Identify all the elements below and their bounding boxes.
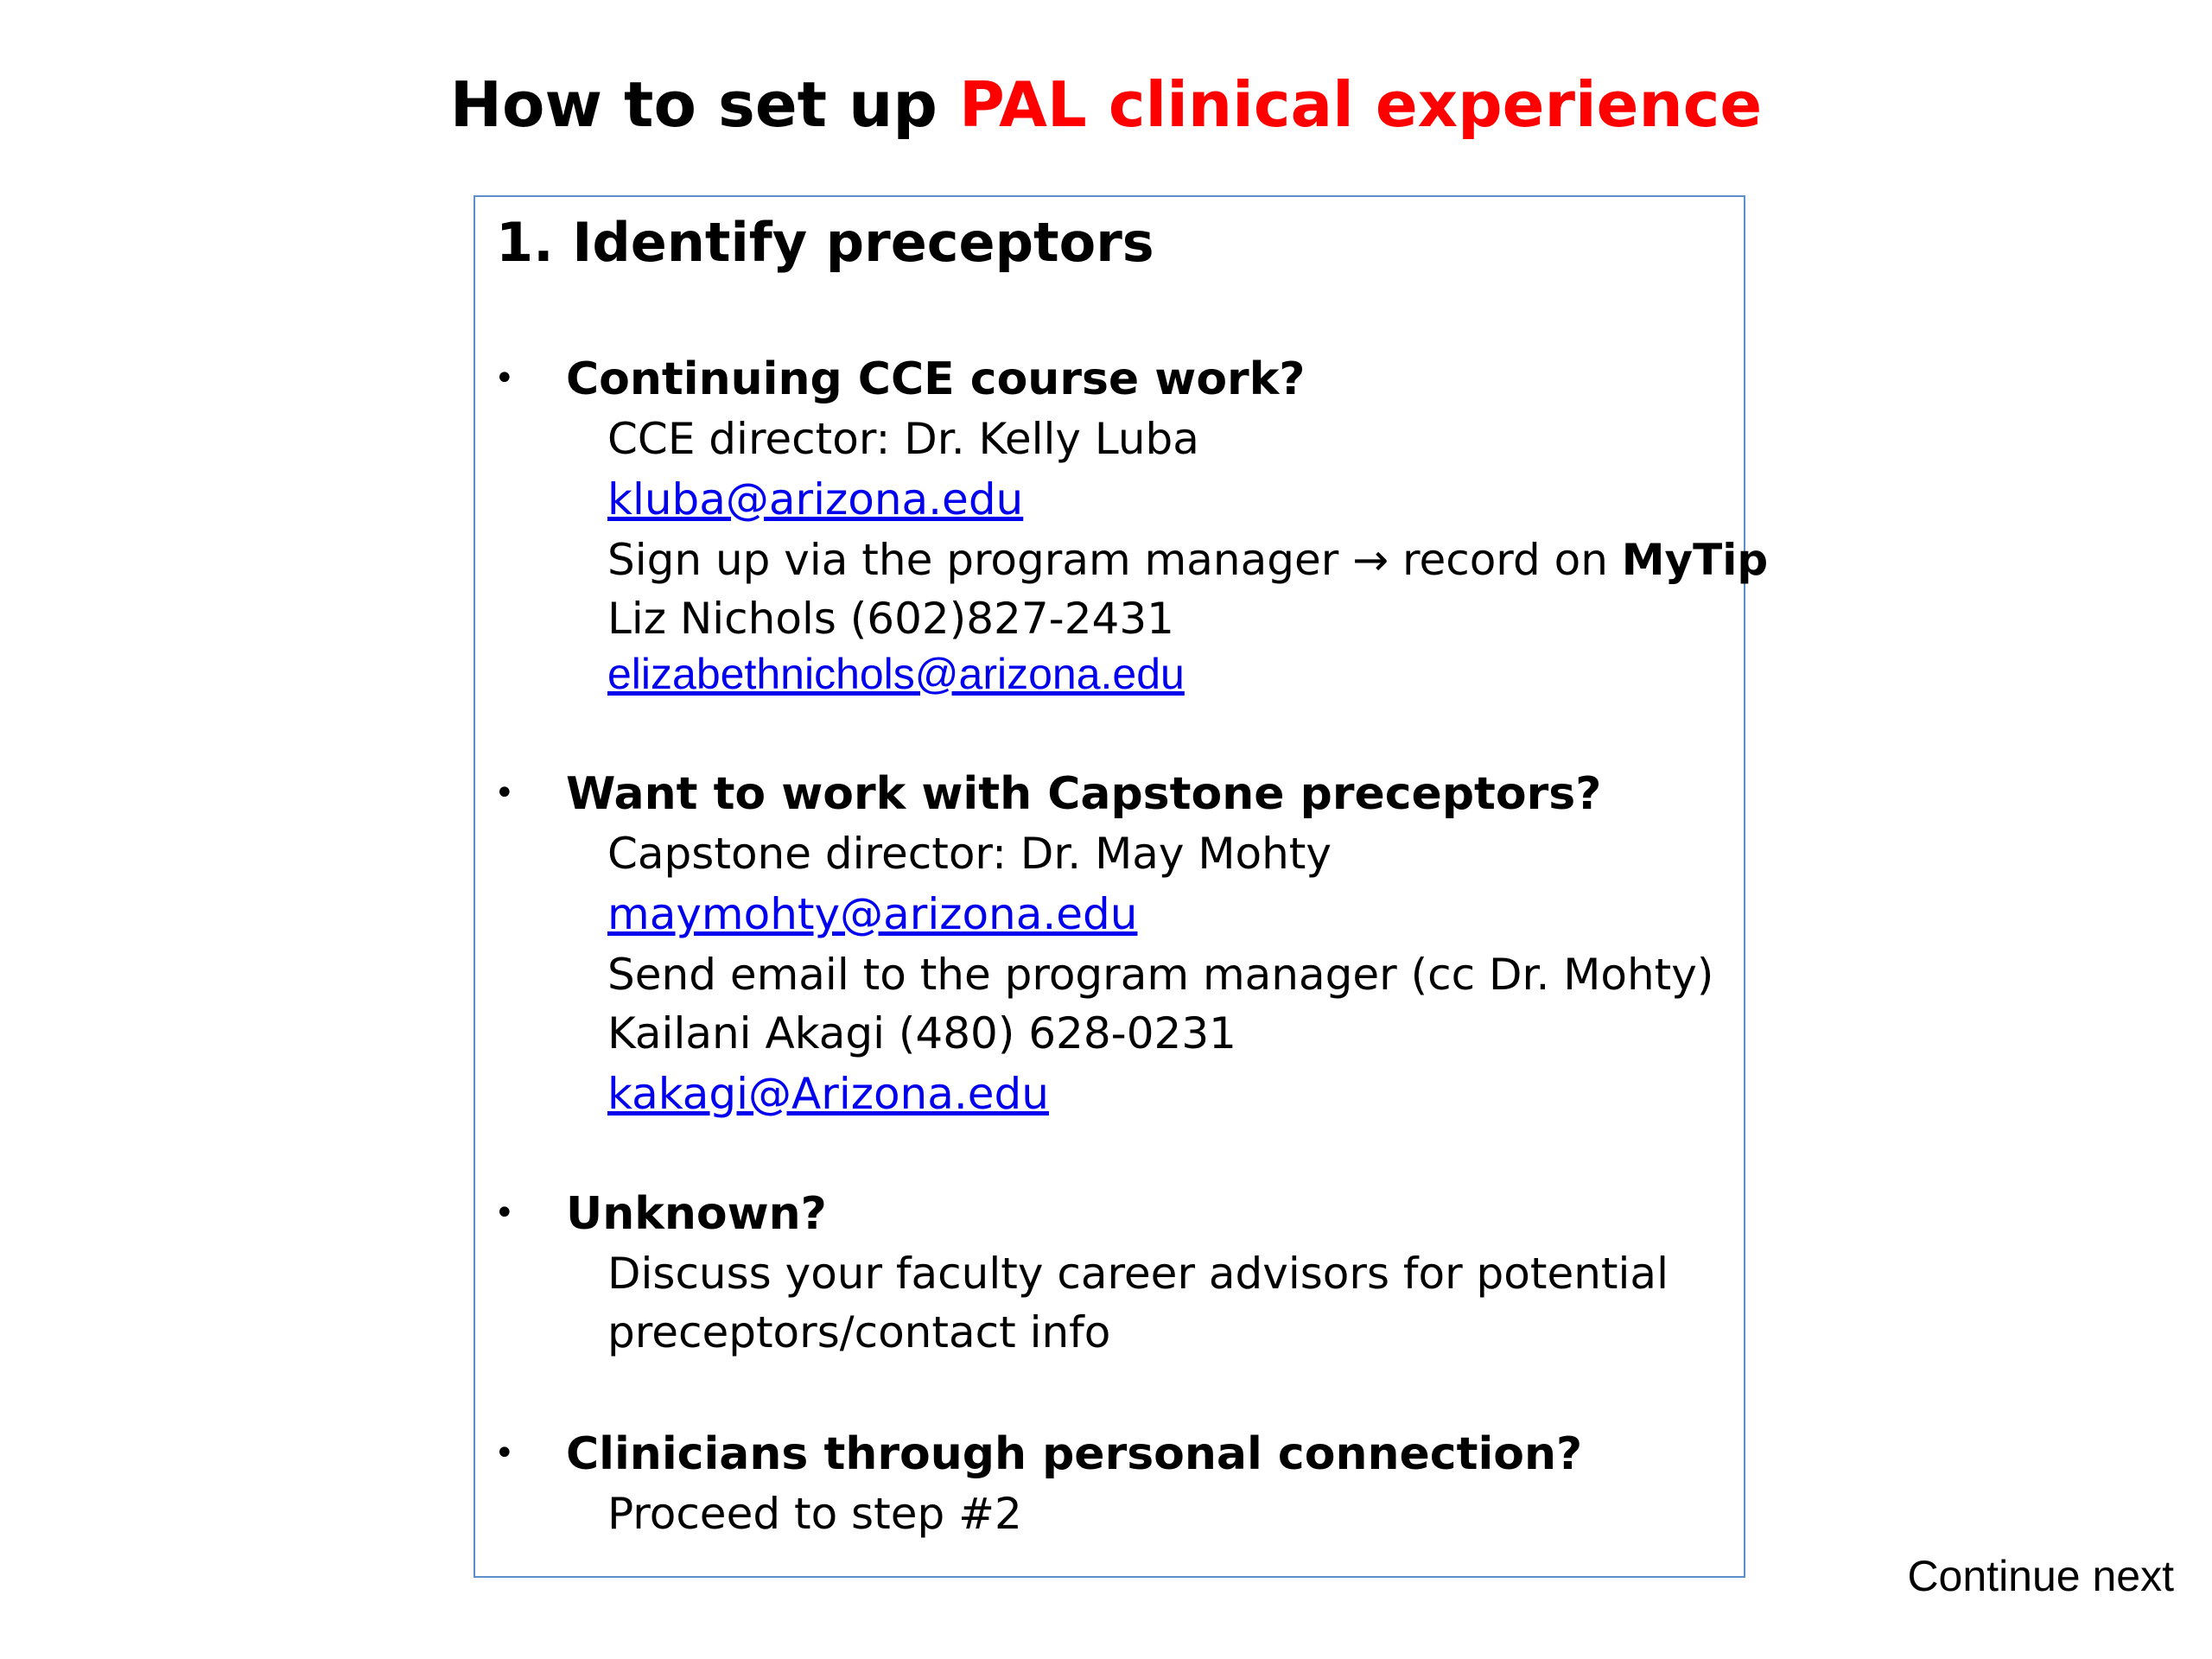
step-heading: 1. Identify preceptors bbox=[496, 211, 1154, 274]
continue-next-label: Continue next bbox=[1907, 1552, 2174, 1600]
bullet-marker: • bbox=[494, 359, 515, 398]
section-heading-personal: Clinicians through personal connection? bbox=[566, 1428, 1583, 1480]
unknown-line-1: Discuss your faculty career advisors for… bbox=[607, 1249, 1669, 1299]
capstone-instruction: Send email to the program manager (cc Dr… bbox=[607, 950, 1714, 1000]
personal-line-1: Proceed to step #2 bbox=[607, 1489, 1022, 1539]
content-box bbox=[474, 195, 1745, 1578]
unknown-line-2: preceptors/contact info bbox=[607, 1307, 1111, 1357]
cce-instruction-text: Sign up via the program manager bbox=[607, 535, 1353, 585]
bullet-marker: • bbox=[494, 773, 515, 813]
capstone-director: Capstone director: Dr. May Mohty bbox=[607, 829, 1332, 879]
section-heading-unknown: Unknown? bbox=[566, 1188, 827, 1240]
cce-director: CCE director: Dr. Kelly Luba bbox=[607, 414, 1199, 464]
capstone-manager-email-line: kakagi@Arizona.edu bbox=[607, 1068, 1049, 1120]
cce-manager: Liz Nichols (602)827-2431 bbox=[607, 594, 1174, 644]
section-heading-capstone: Want to work with Capstone preceptors? bbox=[566, 768, 1602, 820]
arrow-right-icon: → bbox=[1352, 535, 1389, 585]
cce-director-email-line: kluba@arizona.edu bbox=[607, 474, 1023, 525]
cce-manager-email-link[interactable]: elizabethnichols@arizona.edu bbox=[607, 650, 1185, 698]
section-heading-cce: Continuing CCE course work? bbox=[566, 353, 1306, 405]
bullet-marker: • bbox=[494, 1193, 515, 1233]
cce-instruction: Sign up via the program manager → record… bbox=[607, 534, 1768, 586]
bullet-marker: • bbox=[494, 1433, 515, 1473]
capstone-manager: Kailani Akagi (480) 628-0231 bbox=[607, 1008, 1236, 1058]
page-title-prefix: How to set up bbox=[449, 68, 960, 141]
mytip-label: MyTip bbox=[1621, 535, 1769, 585]
capstone-director-email-line: maymohty@arizona.edu bbox=[607, 888, 1137, 940]
page-title: How to set up PAL clinical experience bbox=[0, 67, 2212, 142]
page-title-accent: PAL clinical experience bbox=[959, 68, 1763, 141]
capstone-director-email-link[interactable]: maymohty@arizona.edu bbox=[607, 889, 1138, 939]
capstone-manager-email-link[interactable]: kakagi@Arizona.edu bbox=[607, 1069, 1049, 1119]
cce-director-email-link[interactable]: kluba@arizona.edu bbox=[607, 474, 1024, 524]
cce-instruction-text-2: record on bbox=[1389, 535, 1622, 585]
cce-manager-email-line: elizabethnichols@arizona.edu bbox=[607, 648, 1185, 700]
